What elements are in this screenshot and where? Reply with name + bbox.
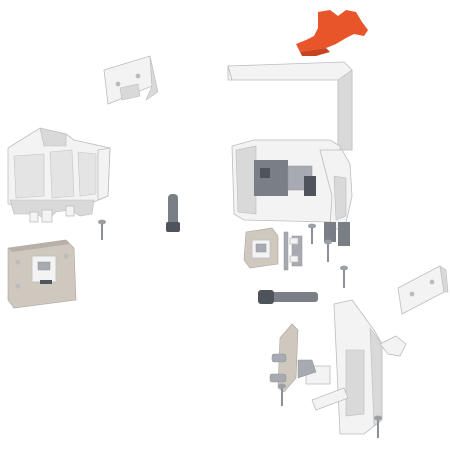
mounting-plate-top (103, 55, 159, 105)
gray-piston-vertical (166, 194, 180, 232)
front-housing (7, 127, 111, 223)
orange-clip (296, 10, 368, 56)
adjustment-clip (243, 227, 303, 271)
gray-piston-horizontal (258, 290, 318, 304)
screw (340, 265, 348, 288)
screw (278, 383, 286, 406)
beige-adapter-plate (7, 239, 77, 309)
mechanism-housing (231, 139, 353, 246)
screw (374, 415, 382, 438)
mounting-plate-right (397, 265, 449, 315)
lower-bracket (305, 299, 407, 435)
screw (98, 219, 382, 438)
side-cover-bracket (227, 61, 353, 151)
screw (98, 219, 106, 240)
small-bracket (269, 323, 317, 393)
screw (308, 223, 316, 244)
screw (324, 239, 332, 262)
